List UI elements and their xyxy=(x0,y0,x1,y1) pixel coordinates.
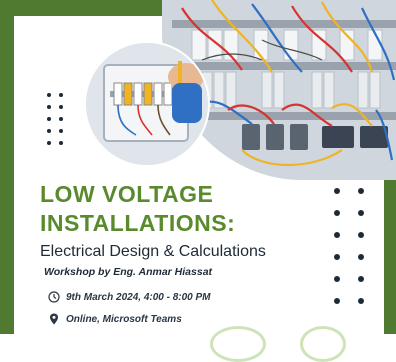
decorative-arc-2 xyxy=(300,326,346,362)
electrical-panel-photo xyxy=(162,0,396,180)
location-pin-icon xyxy=(48,313,60,325)
location-text: Online, Microsoft Teams xyxy=(66,313,182,325)
clock-icon xyxy=(48,291,60,303)
breaker-box-photo xyxy=(86,43,208,165)
decorative-dots-left xyxy=(47,93,67,148)
date-time-row: 9th March 2024, 4:00 - 8:00 PM xyxy=(48,291,211,303)
green-frame-right xyxy=(384,178,396,334)
green-frame-top xyxy=(0,0,162,16)
decorative-arc-1 xyxy=(210,326,266,362)
location-row: Online, Microsoft Teams xyxy=(48,313,182,325)
workshop-byline: Workshop by Eng. Anmar Hiassat xyxy=(44,266,213,278)
decorative-dots-right xyxy=(334,188,366,308)
title-line-2: INSTALLATIONS: xyxy=(40,210,236,236)
subtitle: Electrical Design & Calculations xyxy=(40,243,266,260)
title-line-1: LOW VOLTAGE xyxy=(40,181,214,207)
date-time-text: 9th March 2024, 4:00 - 8:00 PM xyxy=(66,291,211,303)
green-frame-left xyxy=(0,0,14,334)
